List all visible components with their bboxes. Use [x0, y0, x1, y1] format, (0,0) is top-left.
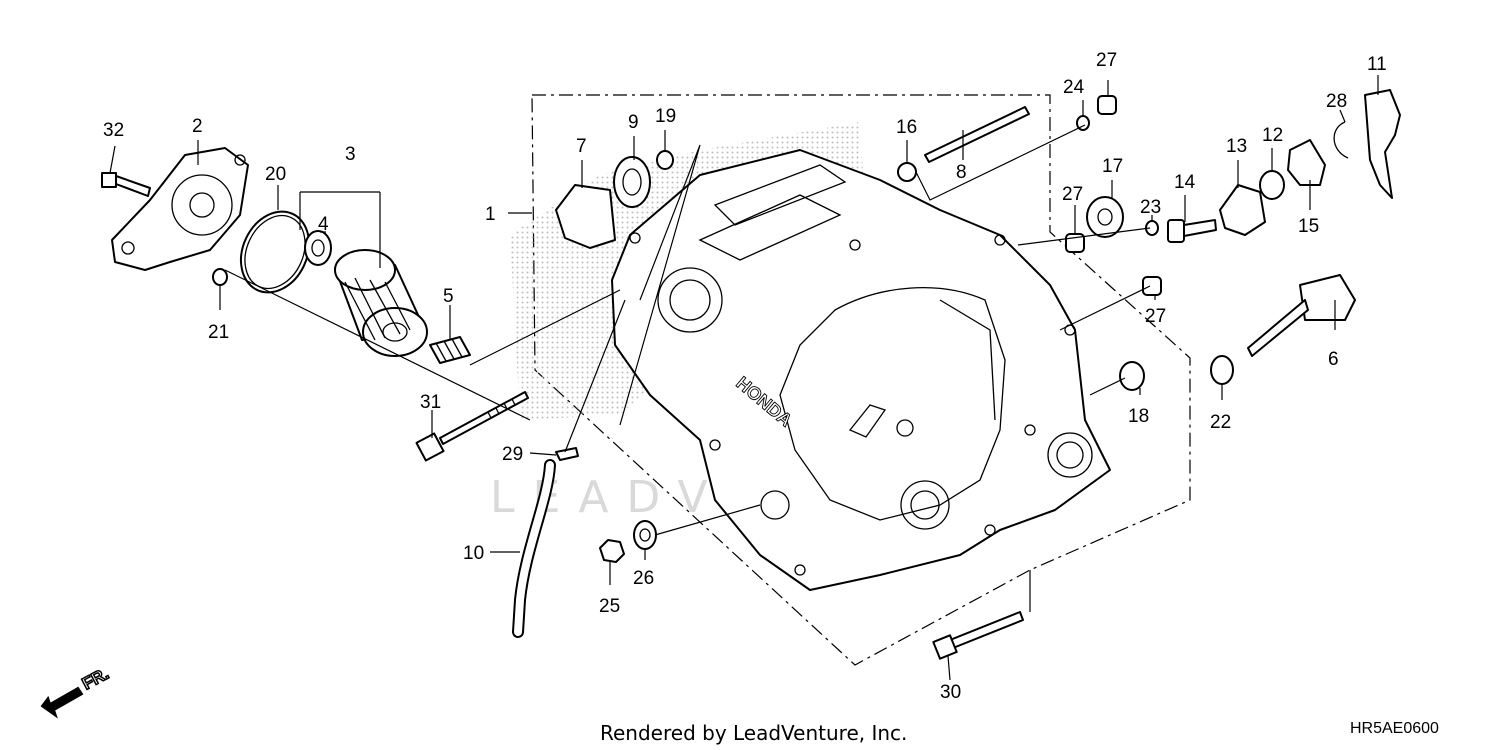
callout-9: 9 [628, 112, 639, 133]
part-27-dowel-a [1097, 95, 1117, 115]
callout-3: 3 [345, 144, 356, 165]
callout-18: 18 [1128, 406, 1149, 427]
assembly-outline [531, 94, 1191, 666]
part-16-washer [897, 162, 917, 182]
callout-22: 22 [1210, 412, 1231, 433]
callout-6: 6 [1328, 349, 1339, 370]
part-26-washer [633, 520, 657, 550]
callout-21: 21 [208, 322, 229, 343]
callout-26: 26 [633, 568, 654, 589]
part-21-washer [212, 268, 228, 286]
crankcase-cover [611, 149, 1111, 591]
part-27-dowel-c [1142, 276, 1162, 296]
callout-4: 4 [318, 214, 329, 235]
diagram-code: HR5AE0600 [1350, 720, 1439, 737]
part-19-washer [656, 150, 674, 170]
callout-25: 25 [599, 596, 620, 617]
part-17-bearing [1086, 196, 1124, 238]
part-13-housing [1219, 184, 1266, 236]
part-12-seal [1259, 170, 1285, 200]
callout-12: 12 [1262, 125, 1283, 146]
part-4-seal [304, 230, 332, 266]
callout-11: 11 [1367, 54, 1387, 75]
callout-19: 19 [655, 106, 676, 127]
footer-credit: Rendered by LeadVenture, Inc. [600, 721, 907, 745]
callout-24: 24 [1063, 77, 1085, 98]
part-25-nut [599, 539, 625, 563]
part-15-plate [1287, 139, 1326, 186]
part-28-circlip [1333, 121, 1349, 159]
part-29-clip [555, 447, 579, 461]
front-direction-arrow-icon: FR. [40, 663, 113, 719]
leader-lines [109, 75, 1379, 681]
callout-5: 5 [443, 286, 454, 307]
part-6-dipstick [1247, 274, 1356, 357]
callout-30: 30 [940, 682, 961, 703]
callout-27-lower: 27 [1145, 306, 1166, 327]
part-14-bolt [1167, 219, 1217, 243]
callout-31: 31 [420, 392, 441, 413]
callout-2: 2 [192, 116, 203, 137]
callout-16: 16 [896, 117, 917, 138]
callout-27-middle: 27 [1062, 184, 1083, 205]
part-18-bushing [1119, 361, 1145, 391]
callout-10: 10 [463, 543, 484, 564]
callout-23: 23 [1140, 197, 1161, 218]
callout-8: 8 [956, 162, 967, 183]
part-8-shaft [924, 106, 1030, 163]
callout-1: 1 [485, 204, 496, 225]
part-32-bolt [101, 172, 151, 197]
part-20-o-ring [239, 210, 311, 294]
callout-28: 28 [1326, 91, 1347, 112]
callout-15: 15 [1298, 216, 1319, 237]
part-5-spring [429, 336, 471, 364]
part-30-bolt [932, 611, 1024, 660]
callout-17: 17 [1102, 156, 1123, 177]
callout-20: 20 [265, 164, 286, 185]
callout-27-top: 27 [1096, 50, 1117, 71]
callout-14: 14 [1174, 172, 1196, 193]
callout-32: 32 [103, 120, 124, 141]
callout-7: 7 [576, 136, 587, 157]
svg-text:FR.: FR. [79, 664, 112, 694]
part-31-long-bolt [415, 391, 529, 462]
part-9-seal [613, 156, 651, 208]
part-3-oil-filter [334, 249, 428, 357]
part-11-bracket [1364, 89, 1401, 199]
part-22-o-ring [1210, 355, 1234, 385]
part-7-guide [555, 184, 616, 249]
part-2-oil-filter-cover [111, 147, 249, 271]
callout-13: 13 [1226, 136, 1247, 157]
callout-29: 29 [502, 444, 523, 465]
